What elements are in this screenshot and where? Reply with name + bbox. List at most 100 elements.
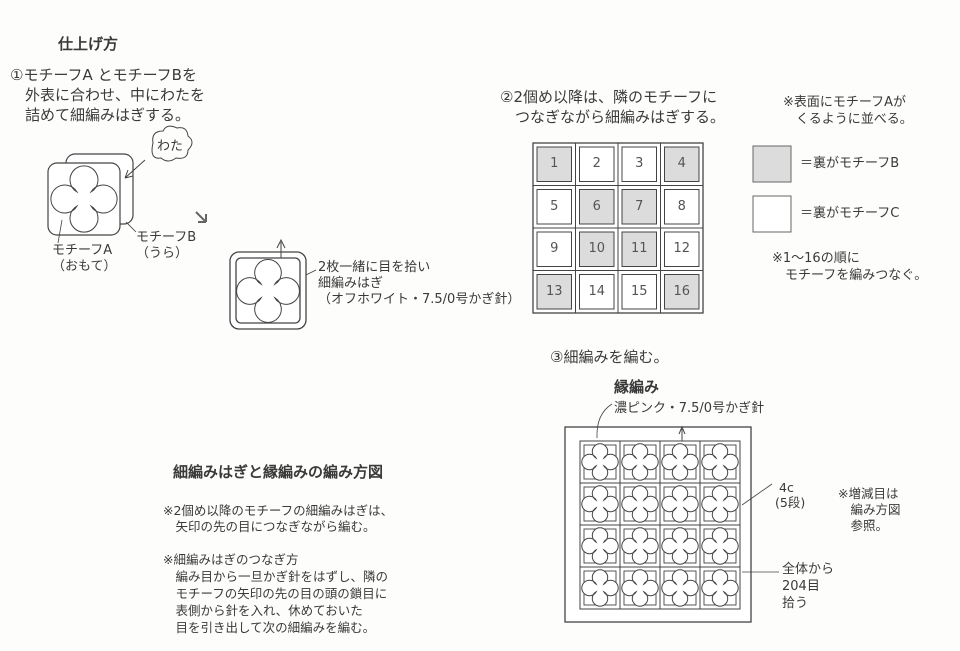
motif-number: 13 [545,283,563,299]
motif-cell-c [579,146,615,182]
join-note-2-line: 目を引き出して次の細編みを編む。 [163,620,376,635]
pickup-label: 204目 [782,579,820,594]
motif-number: 14 [588,283,606,299]
motif-number: 2 [592,156,601,171]
flower-motif [661,527,699,565]
motif-number: 1 [550,156,559,171]
step1-line: 詰めて細編みはぎする。 [10,106,191,124]
flower-motif [661,443,699,481]
motif-a-label: （おもて） [52,259,117,274]
motif-number: 6 [592,198,601,214]
blanket-cell [699,566,741,610]
flower-motif [701,527,739,565]
flower-motif [581,527,619,565]
leader-line [125,221,137,233]
motif-number: 12 [673,241,691,256]
flower-motif [621,485,659,523]
arrangement-note-line: ※表面にモチーフAが [783,95,907,110]
motif-number: 10 [588,241,606,256]
step1-line: ①モチーフA とモチーフBを [10,66,197,84]
join-note-line: 細編みはぎ [318,276,384,291]
edge-yarn: 濃ピンク・7.5/0号かぎ針 [614,401,765,416]
leader-line [596,403,613,439]
join-note-2-line: 表側から針を入れ、休めておいた [163,603,363,618]
motif-cell-c [536,231,572,267]
motif-b-label: モチーフB [136,230,197,245]
motif-number: 9 [550,241,559,256]
motif-cell-b [664,146,700,182]
motif-cell-b [664,274,700,310]
legend-swatch-b [752,145,792,183]
flower-motif [621,569,659,607]
motif-cell-c [621,274,657,310]
increase-note-line: 参照。 [838,518,889,533]
motif-a-label: モチーフA [52,243,113,258]
motif-cell-c [664,231,700,267]
cotton-cloud-icon [151,125,193,162]
motif-cell-b [536,146,572,182]
join-note-1-line: 矢印の先の目につなぎながら編む。 [163,519,376,534]
join-note-2-line: モチーフの矢印の先の目の頭の鎖目に [163,586,388,601]
step1-line: 外表に合わせ、中にわたを [10,86,206,104]
motif-number: 7 [635,198,644,214]
join-note-line: 2枚一緒に目を拾い [318,260,431,275]
legend-b-text: ＝裏がモチーフB [800,156,900,171]
motif-number: 11 [630,241,648,256]
motif-number: 3 [635,156,644,171]
flower-motif [581,443,619,481]
motif-number: 15 [630,283,648,299]
motif-cell-c [579,274,615,310]
flower-motif [701,569,739,607]
diagram-heading: 細編みはぎと縁編みの編み方図 [173,463,384,481]
motif-cell-b [579,231,615,267]
flower-motif [701,443,739,481]
flower-motif [701,485,739,523]
flower-motif [236,259,300,323]
arrow-icon [124,159,146,179]
page-title: 仕上げ方 [58,35,119,53]
step3-text: ③細編みを編む。 [550,348,669,366]
motif-cell-c [621,146,657,182]
flower-motif [661,485,699,523]
direction-arrow-icon [678,425,686,441]
join-note-2-line: ※細編みはぎのつなぎ方 [163,552,299,567]
edge-title: 縁編み [614,378,660,396]
leader-line [741,483,773,506]
grid-cell [660,270,704,314]
motif-cell-b [536,274,572,310]
leader-line [305,269,317,276]
pickup-label: 全体から [782,562,835,577]
motif-cell-b [621,231,657,267]
motif-cell-c [536,189,572,225]
flower-motif [621,443,659,481]
pickup-label: 拾う [782,596,809,611]
motif-b-label: （うら） [136,246,189,261]
flower-motif [661,569,699,607]
increase-note-line: 編み方図 [838,502,901,517]
order-note-line: モチーフを編みつなぐ。 [772,268,928,283]
motif-number: 16 [673,283,691,299]
direction-arrow-icon [276,238,286,258]
motif-number: 8 [677,198,686,214]
cotton-label: わた [157,139,184,154]
step2-line: ②2個め以降は、隣のモチーフに [500,88,718,106]
step2-line: つなぎながら細編みはぎする。 [500,108,726,126]
motif-number: 5 [550,198,559,214]
rows-label: 4c [779,480,794,495]
arrangement-note-line: くるように並べる。 [783,112,913,127]
join-note-2-line: 編み目から一旦かぎ針をはずし、隣の [163,569,389,584]
motif-number: 4 [677,156,686,171]
motif-cell-c [664,189,700,225]
join-note-1-line: ※2個め以降のモチーフの細編みはぎは、 [163,503,394,518]
flower-motif [621,527,659,565]
increase-note-line: ※増減目は [838,486,899,501]
rows-label: (5段) [775,495,806,510]
next-step-arrow-icon [195,211,207,223]
flower-motif [581,485,619,523]
legend-c-text: ＝裏がモチーフC [800,206,900,221]
flower-motif [581,569,619,607]
motif-cell-b [579,189,615,225]
leader-line [57,219,63,244]
